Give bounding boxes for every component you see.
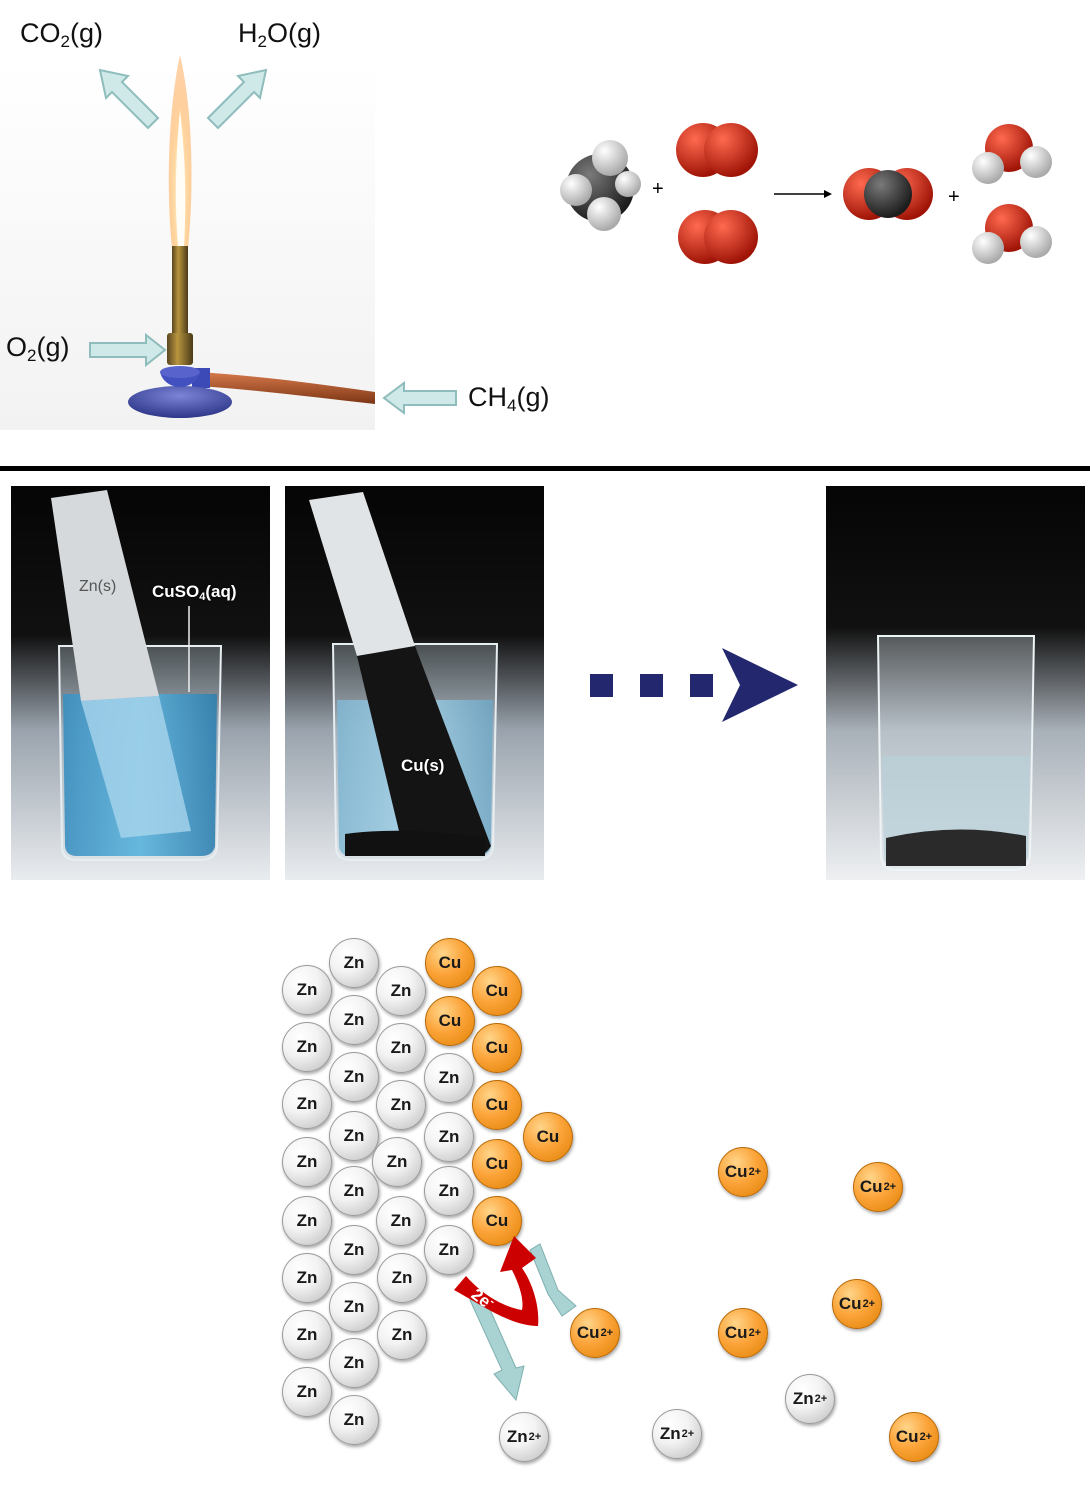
copper-atom: Cu (472, 1023, 522, 1073)
zinc-atom: Zn (282, 1253, 332, 1303)
electron-transfer-arrows (454, 1236, 577, 1402)
water-molecule-2 (972, 204, 1052, 264)
oxygen-molecule-1 (676, 123, 758, 177)
water-molecule-1 (972, 124, 1052, 184)
zinc-atom: Zn (372, 1137, 422, 1187)
plus-sign-2: + (948, 186, 960, 208)
carbon-dioxide-molecule (843, 168, 933, 220)
copper-atom: Cu (472, 1139, 522, 1189)
zinc-atom: Zn (376, 1196, 426, 1246)
zinc-atom: Zn (329, 1395, 379, 1445)
cu-solid-label: Cu(s) (401, 756, 445, 775)
copper-atom: Cu (425, 938, 475, 988)
h2o-gas-label: H2O(g) (238, 18, 321, 51)
copper-atom: Cu (523, 1112, 573, 1162)
zinc-atom: Zn (424, 1225, 474, 1275)
zinc-atom: Zn (329, 1111, 379, 1161)
oxygen-molecule-2 (678, 210, 758, 264)
section-divider (0, 466, 1090, 471)
ch4-gas-label: CH4(g) (468, 382, 550, 415)
bunsen-burner-illustration (0, 55, 457, 430)
zinc-atom: Zn (282, 1022, 332, 1072)
copper-atom: Cu (472, 966, 522, 1016)
zinc-atom: Zn (282, 1079, 332, 1129)
zinc-atom: Zn (329, 1052, 379, 1102)
zinc-atom: Zn (282, 1196, 332, 1246)
zinc-atom: Zn (329, 1338, 379, 1388)
zn-solid-label: Zn(s) (79, 578, 117, 595)
progress-dash-2 (640, 674, 663, 697)
cuso4-aqueous-label: CuSO4(aq) (152, 582, 237, 603)
progress-dash-3 (690, 674, 713, 697)
copper-atom: Cu (472, 1080, 522, 1130)
zinc-atom: Zn (329, 1282, 379, 1332)
methane-molecule (560, 140, 641, 231)
zinc-atom: Zn (376, 966, 426, 1016)
zinc-atom: Zn (329, 1225, 379, 1275)
zinc-atom: Zn (329, 938, 379, 988)
progress-dash-1 (590, 674, 613, 697)
zinc-atom: Zn (424, 1166, 474, 1216)
zinc-atom: Zn (377, 1253, 427, 1303)
methane-combustion-molecular-equation: + + (560, 123, 1052, 264)
zinc-atom: Zn (282, 1137, 332, 1187)
co2-gas-label: CO2(g) (20, 18, 103, 51)
zinc-atom: Zn (424, 1053, 474, 1103)
zinc-atom: Zn (329, 1166, 379, 1216)
beaker-photo-reacting: Cu(s) (285, 486, 544, 880)
zinc-atom: Zn (377, 1310, 427, 1360)
progress-arrowhead (722, 648, 798, 722)
zinc-atom: Zn (329, 995, 379, 1045)
zinc-atom: Zn (376, 1023, 426, 1073)
zinc-atom: Zn (282, 1310, 332, 1360)
zinc-atom: Zn (424, 1112, 474, 1162)
beaker-photo-initial: Zn(s) CuSO4(aq) (11, 486, 270, 880)
zinc-atom: Zn (282, 1367, 332, 1417)
beaker-photo-final (826, 486, 1085, 880)
zinc-atom: Zn (282, 965, 332, 1015)
zinc-atom: Zn (376, 1080, 426, 1130)
plus-sign-1: + (652, 178, 664, 200)
o2-gas-label: O2(g) (6, 332, 70, 365)
copper-atom: Cu (425, 996, 475, 1046)
